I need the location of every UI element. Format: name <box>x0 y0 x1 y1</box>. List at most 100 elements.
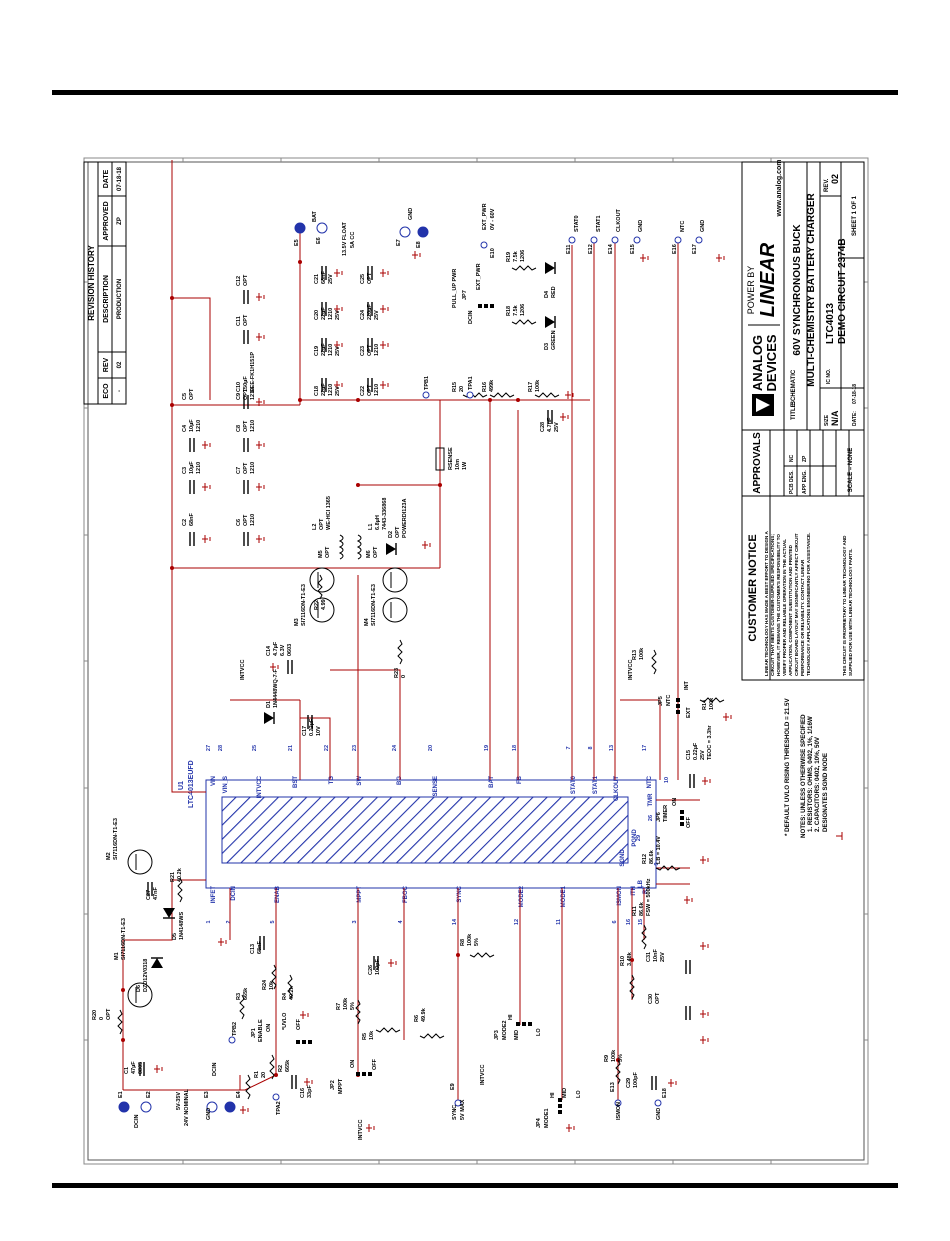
net-label: E14 <box>608 243 614 254</box>
svg-text:LINEAR TECHNOLOGY HAS MADE A B: LINEAR TECHNOLOGY HAS MADE A BEST EFFORT… <box>764 531 769 676</box>
label-r9: R9 <box>604 1055 610 1062</box>
label-m1: M1 <box>114 952 120 960</box>
ic-pin-enab: ENAB <box>275 885 281 903</box>
label-r8: R8 <box>460 939 466 946</box>
label-c1: 0805 <box>138 1062 144 1074</box>
ic-pin-mode2: MODE2 <box>519 885 525 907</box>
linear-logo-text: LINEAR <box>757 242 779 317</box>
label-c17: 10V <box>316 726 322 736</box>
diode-symbols <box>151 262 556 968</box>
ic-pin-ith: ITH <box>631 886 637 896</box>
label-c7: C7 <box>236 467 242 474</box>
note-sgnd: DESIGNATES SGND NODE <box>822 753 829 832</box>
net-label: GND <box>656 1108 662 1120</box>
label-c6: 1210 <box>250 514 256 526</box>
ic-pin-number: 29 <box>636 835 642 841</box>
label-r7: R7 <box>336 1003 342 1010</box>
label-c31: C31 <box>646 952 652 962</box>
net-label: INTVCC <box>358 1120 364 1141</box>
net-label: MODE2 <box>502 1020 508 1040</box>
ic-pin-intvcc: INTVCC <box>257 775 263 798</box>
net-label: INTVCC <box>628 660 634 681</box>
label-l2: OPT <box>319 518 325 530</box>
ic-pin-number: 21 <box>288 745 294 751</box>
label-m6: M6 <box>366 550 372 558</box>
label-l2: WE-HCI 1365 <box>326 496 332 530</box>
label-c15: C15 <box>686 750 692 760</box>
label-c11: OPT <box>243 314 249 326</box>
ic-pin-sense: SENSE <box>433 776 439 796</box>
label-m5: OPT <box>325 546 331 558</box>
net-label: EXT <box>686 707 692 718</box>
label-d2: OPT <box>395 526 401 538</box>
border-ticks <box>84 158 868 1164</box>
label-r21: R21 <box>170 872 176 882</box>
label-c12: C12 <box>236 276 242 286</box>
net-label: E8 <box>416 241 422 248</box>
label-r22: 4.99 <box>321 599 327 610</box>
label-c14: 0603 <box>287 644 293 656</box>
ic-pin-number: 28 <box>218 745 224 751</box>
net-label: 5V MAX <box>460 1099 466 1120</box>
bottom-rule <box>52 1183 898 1188</box>
svg-text:HOWEVER, IT REMAINS THE CUSTOM: HOWEVER, IT REMAINS THE CUSTOMER'S RESPO… <box>776 534 781 676</box>
net-label: E1 <box>118 1091 124 1098</box>
title-line-2: MULTI-CHEMISTRY BATTERY CHARGER <box>806 192 817 386</box>
demo-circuit: DEMO CIRCUIT 2374B <box>837 238 848 344</box>
svg-text:APPLICATION. COMPONENT SUBSTIT: APPLICATION. COMPONENT SUBSTITUTION AND … <box>788 544 793 676</box>
net-label: 5V-35V <box>176 1092 182 1110</box>
ic-pin-number: 18 <box>512 745 518 751</box>
ic-pin-infet: INFET <box>211 886 217 904</box>
label-r6: 49.9k <box>421 1007 427 1022</box>
label-c16: C16 <box>300 1088 306 1098</box>
net-label: TPB1 <box>424 376 430 390</box>
label-c15: TEOC = 3.3hr <box>707 724 713 760</box>
net-label: JP3 <box>494 1030 500 1040</box>
net-label: E12 <box>588 244 594 254</box>
label-c14: 6.3V <box>280 644 286 656</box>
label-c12: OPT <box>243 274 249 286</box>
net-label: GND <box>408 208 414 220</box>
rev-header-desc: DESCRIPTION <box>103 275 110 323</box>
label-c3: 10µF <box>189 461 195 474</box>
net-label: EXT_PWR <box>482 203 488 230</box>
net-label: HI <box>550 1092 556 1098</box>
net-label: E7 <box>396 239 402 246</box>
approvals-pcb-des: PCB DES. <box>789 470 795 494</box>
svg-text:CIRCUIT THAT MEETS CUSTOMER-SU: CIRCUIT THAT MEETS CUSTOMER-SUPPLIED SPE… <box>770 534 775 676</box>
brand-devices: DEVICES <box>764 334 779 391</box>
label-c14: C14 <box>266 645 272 656</box>
label-rsense: RSENSE <box>448 447 454 470</box>
ic-pin-sync: SYNC <box>457 885 463 902</box>
ic-pin-sgnd: SGND <box>620 849 626 867</box>
label-d4: D4 <box>544 290 550 298</box>
label-m2: M2 <box>106 852 112 860</box>
label-r9: 100k <box>611 1049 617 1062</box>
label-c26: 100pF <box>375 958 381 975</box>
net-label: INT <box>684 681 690 691</box>
size-value: N/A <box>830 410 840 426</box>
ic-part: LTC4013EUFD <box>188 760 195 808</box>
label-m3: SI7116DN-T1-E3 <box>301 584 307 626</box>
label-c10: 150µF <box>243 376 249 392</box>
label-c14: 4.7µF <box>273 641 279 656</box>
ic-pin-number: 20 <box>428 745 434 751</box>
label-rsense: 1W <box>462 461 468 470</box>
net-label: E17 <box>692 244 698 254</box>
ic-pin-lb: LB <box>638 879 644 888</box>
ic-pin-number: 23 <box>352 745 358 751</box>
label-c21: 68nF <box>321 271 327 284</box>
label-c23: OPT <box>367 344 373 356</box>
label-c23: 1210 <box>374 344 380 356</box>
label-r13: 100k <box>639 647 645 660</box>
label-c15: 0.22µF <box>693 742 699 760</box>
title-value: SCHEMATIC <box>791 369 797 405</box>
label-d5: D5 <box>172 933 178 940</box>
label-c20: 1210 <box>328 308 334 320</box>
notes: * DEFAULT UVLO RISING THRESHOLD = 21.5V … <box>784 698 843 840</box>
label-r11: R11 <box>632 906 638 916</box>
ic-body <box>205 779 657 889</box>
label-c22: OPT <box>367 384 373 396</box>
